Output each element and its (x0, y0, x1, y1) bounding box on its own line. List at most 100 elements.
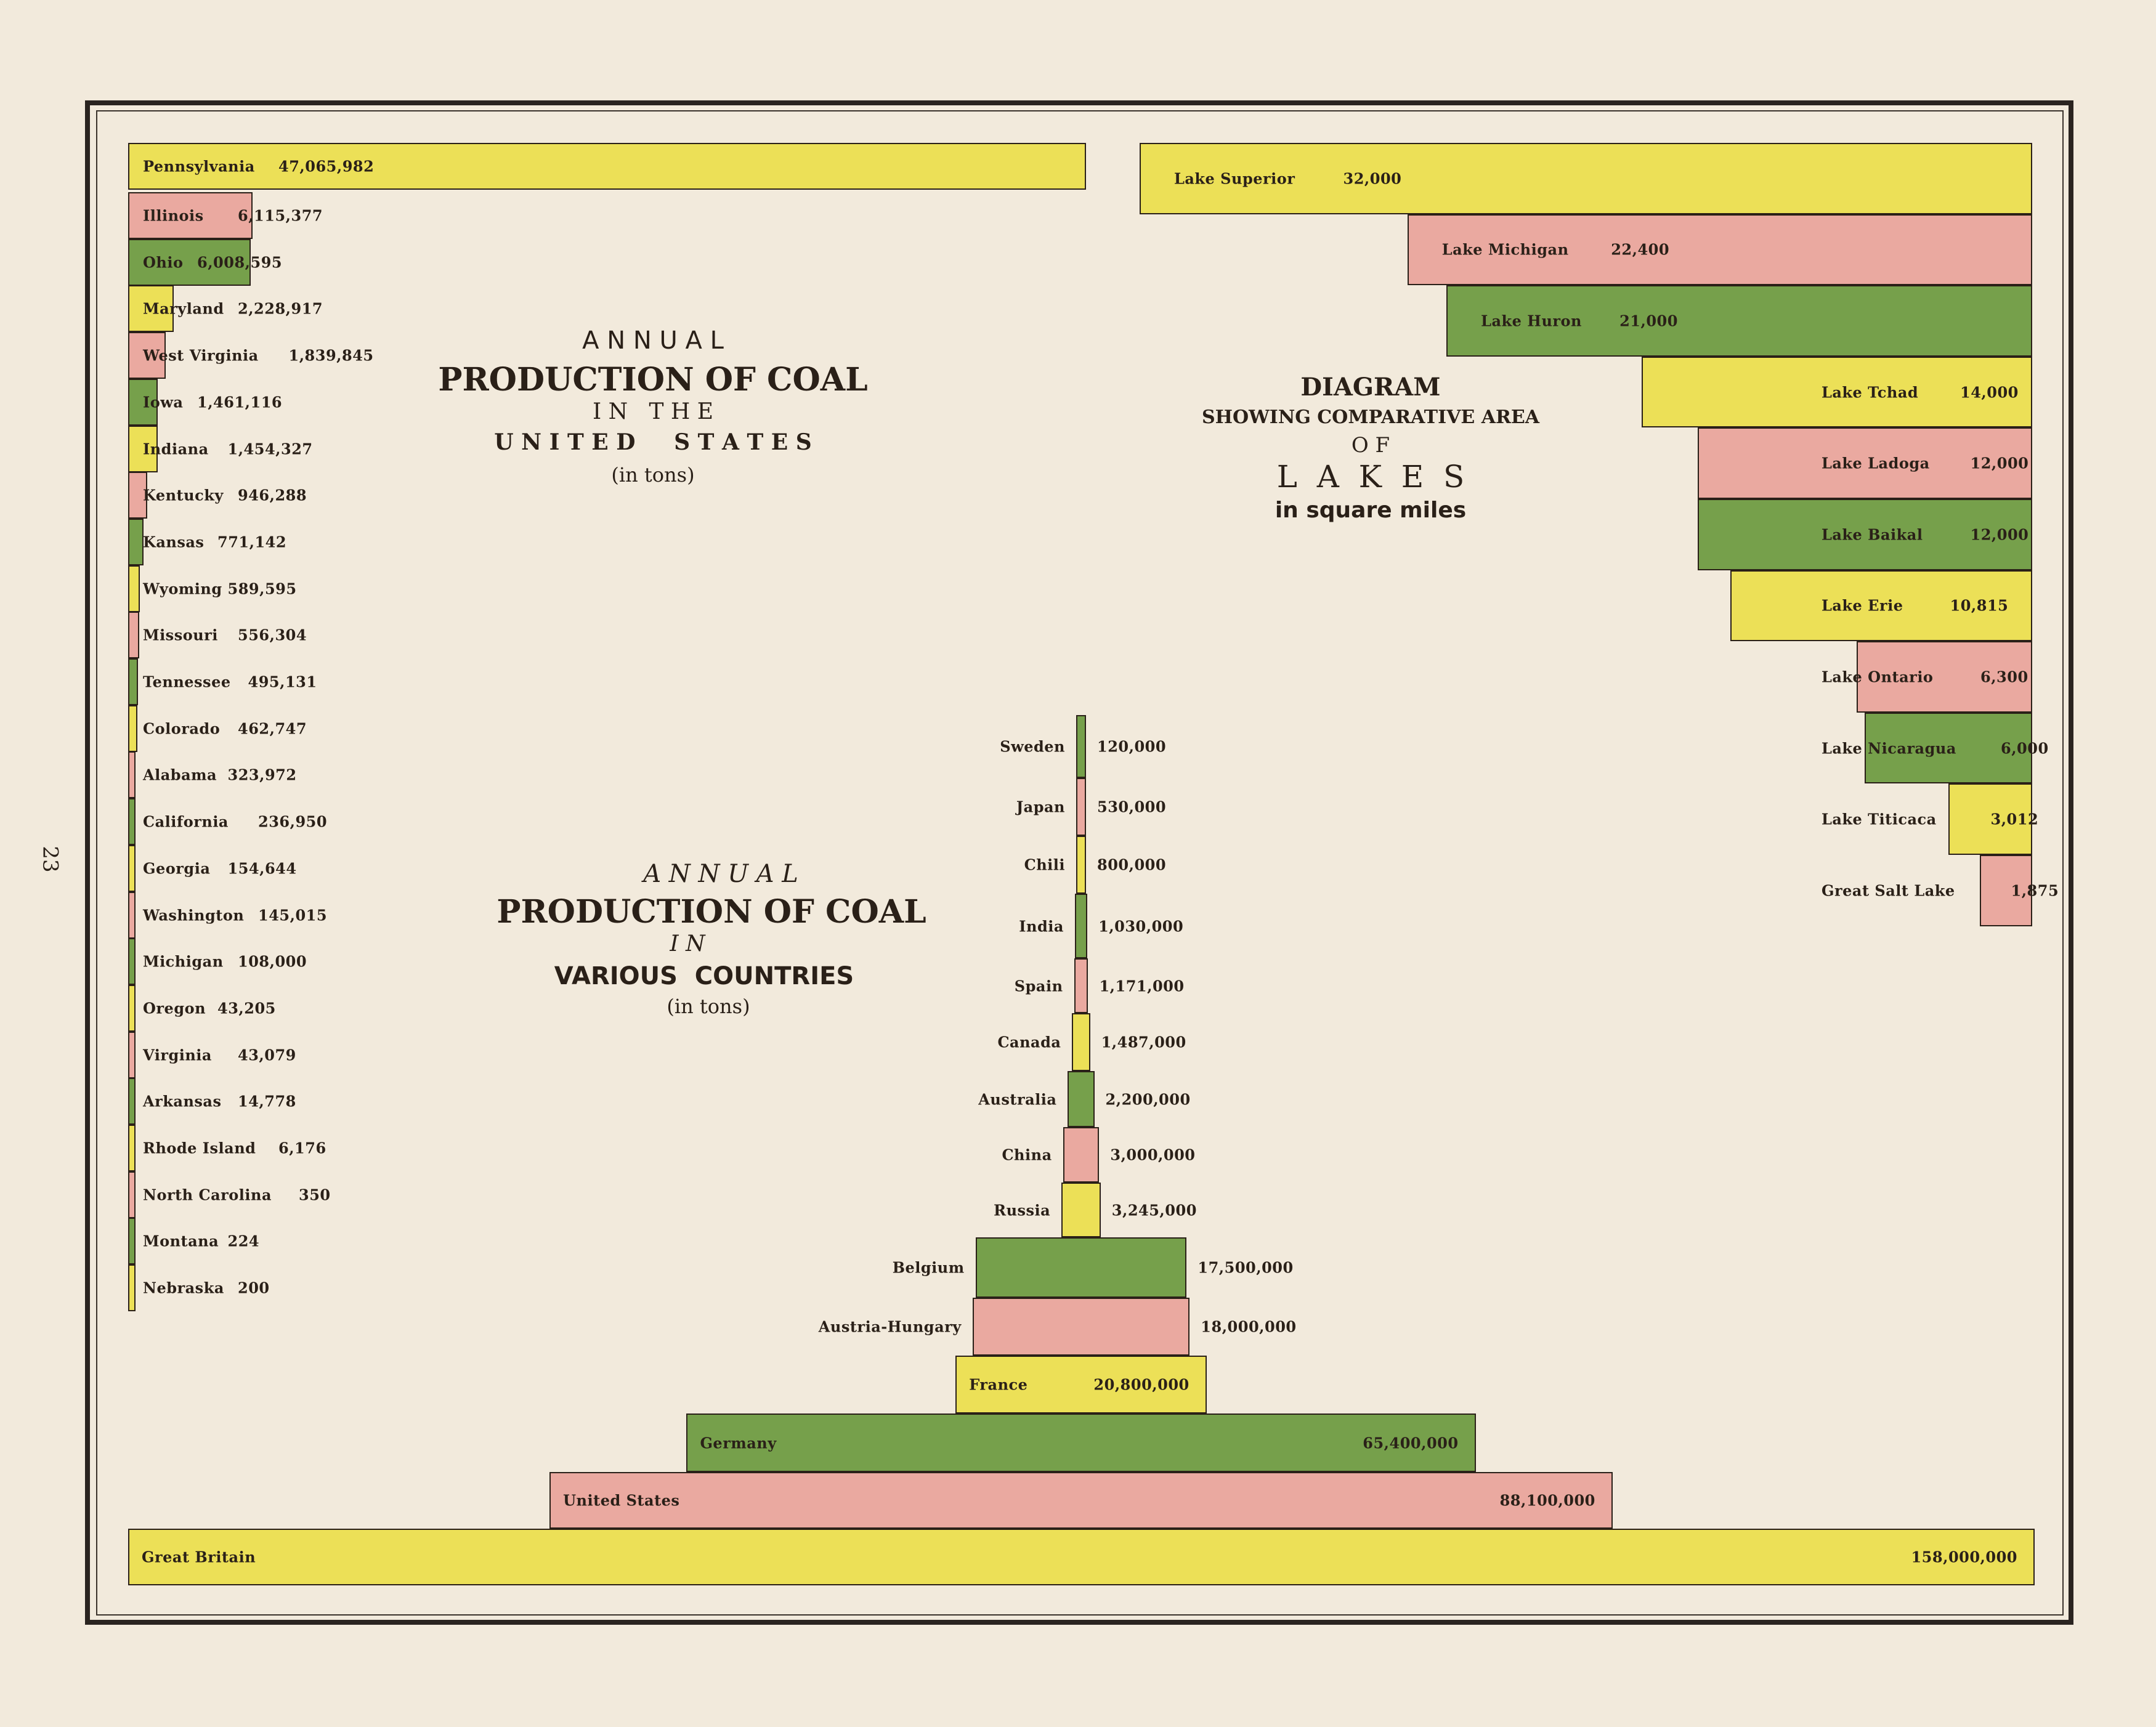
state-value: 6,115,377 (238, 206, 323, 225)
country-value: 3,000,000 (1110, 1146, 1196, 1164)
lake-value: 1,875 (2011, 881, 2059, 900)
lake-name: Lake Ontario (1822, 668, 1934, 686)
country-bar (1068, 1071, 1095, 1127)
state-bar (128, 518, 144, 565)
state-bar (128, 612, 140, 659)
lake-bar (1697, 499, 2032, 570)
country-value: 17,500,000 (1198, 1258, 1294, 1277)
state-name: Arkansas (143, 1092, 222, 1110)
state-bar (128, 1031, 136, 1078)
country-bar (549, 1472, 1613, 1529)
countries-title-line4: VARIOUS COUNTRIES (554, 962, 854, 990)
us-title-unit: (in tons) (611, 463, 695, 487)
state-name: Indiana (143, 440, 209, 458)
lake-bar (1865, 712, 2032, 784)
lake-value: 10,815 (1950, 596, 2009, 615)
state-bar (128, 751, 136, 799)
country-name: Great Britain (142, 1548, 256, 1566)
country-value: 1,030,000 (1098, 917, 1184, 935)
country-name: China (1002, 1146, 1052, 1164)
lake-name: Lake Ladoga (1822, 454, 1930, 472)
state-bar (128, 285, 174, 333)
state-value: 236,950 (258, 812, 328, 831)
state-bar (128, 238, 251, 286)
state-name: Kansas (143, 533, 205, 551)
lake-name: Lake Michigan (1441, 240, 1569, 259)
page-number: 23 (38, 846, 63, 873)
state-bar (128, 143, 1086, 190)
us-title-line1: A N N U A L (582, 326, 724, 355)
countries-title-unit: (in tons) (667, 995, 750, 1018)
country-name: Sweden (1000, 737, 1065, 756)
lake-value: 6,300 (1980, 668, 2028, 686)
state-value: 462,747 (238, 719, 307, 738)
country-bar (1061, 1183, 1101, 1237)
inner-frame (96, 110, 2064, 1616)
country-bar (1076, 715, 1086, 778)
lake-value: 22,400 (1611, 240, 1670, 259)
state-name: Alabama (143, 766, 217, 784)
lake-value: 12,000 (1970, 525, 2029, 544)
state-bar (128, 565, 140, 612)
country-name: Chili (1024, 855, 1065, 874)
state-name: Montana (143, 1232, 219, 1250)
lake-bar (1446, 285, 2032, 357)
country-name: Spain (1014, 977, 1063, 995)
state-bar (128, 658, 139, 705)
country-bar (686, 1414, 1476, 1472)
state-name: Kentucky (143, 486, 224, 504)
lake-value: 6,000 (2001, 739, 2049, 758)
state-name: Washington (143, 906, 245, 924)
lake-bar (1730, 570, 2032, 642)
state-value: 6,008,595 (197, 253, 283, 272)
country-bar (128, 1529, 2035, 1585)
state-bar (128, 378, 158, 426)
state-value: 145,015 (258, 906, 328, 924)
country-value: 1,171,000 (1099, 977, 1185, 995)
lake-value: 21,000 (1619, 312, 1678, 330)
state-value: 43,079 (238, 1046, 296, 1064)
country-value: 20,800,000 (1093, 1375, 1189, 1394)
state-bar (128, 984, 136, 1032)
lakes-title-line4: L A K E S (1276, 459, 1465, 495)
country-name: Canada (997, 1033, 1061, 1051)
lake-value: 3,012 (1990, 810, 2039, 828)
state-name: Rhode Island (143, 1139, 256, 1157)
lake-name: Lake Huron (1481, 312, 1582, 330)
country-name: India (1019, 917, 1064, 935)
country-name: Belgium (892, 1258, 965, 1277)
state-value: 1,454,327 (227, 440, 313, 458)
country-bar (1063, 1127, 1100, 1183)
state-name: Virginia (143, 1046, 212, 1064)
state-value: 771,142 (217, 533, 287, 551)
state-bar (128, 1264, 136, 1312)
country-name: France (969, 1375, 1028, 1394)
country-bar (975, 1237, 1187, 1298)
country-value: 800,000 (1097, 855, 1167, 874)
country-value: 158,000,000 (1911, 1548, 2017, 1566)
us-title-line2: PRODUCTION OF COAL (438, 361, 868, 398)
state-name: North Carolina (143, 1186, 272, 1204)
state-value: 589,595 (227, 580, 297, 598)
state-bar (128, 705, 138, 752)
country-value: 530,000 (1097, 798, 1167, 816)
state-name: Nebraska (143, 1279, 224, 1297)
lakes-title-unit: in square miles (1275, 498, 1467, 523)
lake-value: 12,000 (1970, 454, 2029, 472)
lake-name: Great Salt Lake (1822, 881, 1955, 900)
state-bar (128, 844, 136, 892)
state-bar (128, 332, 166, 379)
lakes-title-line2: SHOWING COMPARATIVE AREA (1201, 406, 1540, 428)
country-value: 88,100,000 (1499, 1491, 1595, 1510)
country-bar (1072, 1013, 1090, 1071)
country-bar (1074, 894, 1088, 958)
country-value: 3,245,000 (1111, 1201, 1197, 1219)
state-bar (128, 425, 158, 472)
country-name: Germany (700, 1434, 777, 1452)
state-value: 108,000 (238, 952, 307, 971)
us-title-line3: I N T H E (592, 399, 714, 424)
state-name: Wyoming (143, 580, 222, 598)
country-value: 120,000 (1097, 737, 1167, 756)
state-value: 2,228,917 (238, 299, 323, 318)
lake-value: 14,000 (1960, 383, 2019, 402)
